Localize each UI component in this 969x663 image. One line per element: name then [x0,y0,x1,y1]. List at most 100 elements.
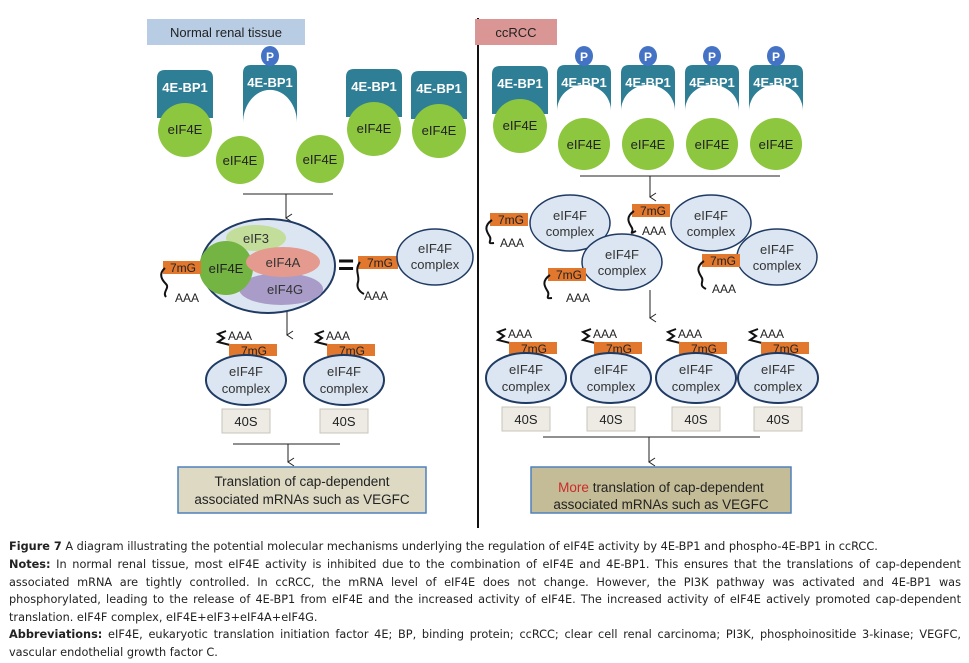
cap-label: 7mG [710,254,736,268]
ccrcc-header-box [475,19,557,45]
cap-7mg [702,254,740,267]
figure-notes: Notes: In normal renal tissue, most eIF4… [9,556,961,626]
phosphate-label: P [580,50,588,64]
result-text-line2: associated mRNAs such as VEGFC [553,497,769,512]
eif4e-label: eIF4E [168,122,203,137]
bp1-shape [492,66,548,114]
complex-ellipse [736,228,818,286]
phosphate-label: P [266,50,274,64]
complex-label-1: eIF4F [760,242,794,257]
eif4e-circle [558,118,610,170]
eif4e-label: eIF4E [759,137,794,152]
complex-label-2: complex [546,224,595,239]
ccrcc-header: ccRCC [495,25,536,40]
result-more-emphasis: More [558,480,589,495]
complex-label-2: complex [222,381,271,396]
figure-label: Figure 7 [9,540,62,553]
cap-label: 7mG [170,261,196,275]
ribosome-40s-box [671,406,721,432]
bp1-shape [157,70,213,118]
equals-sign: = [338,249,354,280]
bound-4ebp1-eif4e: 4E-BP1 eIF4E [411,71,467,158]
tail-label: AAA [364,289,388,303]
complex-label-2: complex [502,379,551,394]
bp1-label: 4E-BP1 [416,81,462,96]
bp1-shape [749,65,803,111]
eif4e-circle [347,102,401,156]
complex-ellipse [737,352,819,404]
bp1-shape [621,65,675,111]
complex-label-1: eIF4F [229,364,263,379]
mrna-tail-line [747,328,763,344]
eif3-blob [226,225,286,251]
eif4e-label: eIF4E [209,261,244,276]
bp1-label: 4E-BP1 [625,75,671,90]
cap-label: 7mG [498,213,524,227]
eif4e-blob [199,241,253,295]
eif4e-circle [493,99,547,153]
normal-header: Normal renal tissue [170,25,282,40]
result-text-line1: Translation of cap-dependent [214,474,389,489]
eif4e-circle [158,103,212,157]
complex-label-1: eIF4F [327,364,361,379]
mrna-tail-line [627,210,637,234]
ccrcc-free-complexes: eIF4Fcomplex7mGAAAeIF4Fcomplex7mGAAAeIF4… [485,194,818,305]
result-box-ccrcc [530,466,792,514]
phosphate-label: P [708,50,716,64]
cap-7mg [632,204,670,217]
eif4a-blob [246,247,320,277]
eif4e-circle [750,118,802,170]
eif4e-label: eIF4E [422,123,457,138]
eif4e-circle [622,118,674,170]
ribosome-40s-box [319,408,369,434]
normal-header-box [147,19,305,45]
complex-label-1: eIF4F [694,208,728,223]
tail-label: AAA [228,329,252,343]
eif4e-circle [412,104,466,158]
ribosome-40s-box [586,406,636,432]
tail-label: AAA [566,291,590,305]
complex-label-1: eIF4F [605,247,639,262]
cap-7mg [229,344,277,356]
ribosome-40s-box [221,408,271,434]
eif4e-label: eIF4E [631,137,666,152]
eif4e-label: eIF4E [303,152,338,167]
eif4e-label: eIF4E [223,153,258,168]
cap-7mg [509,342,557,354]
ccrcc-translating-row: AAA7mGeIF4Fcomplex40SAAA7mGeIF4Fcomplex4… [485,327,819,432]
complex-label-2: complex [411,257,460,272]
ribosome-40s-label: 40S [599,412,622,427]
ribosome-40s-label: 40S [684,412,707,427]
phosphate-icon [703,46,721,66]
complex-label-1: eIF4F [418,241,452,256]
phosphate-icon [767,46,785,66]
tail-label: AAA [500,236,524,250]
ribosome-40s-box [753,406,803,432]
cap-7mg [594,342,642,354]
phosphate-icon [639,46,657,66]
tail-label: AAA [326,329,350,343]
complex-label-2: complex [672,379,721,394]
mrna-tail-line [580,328,596,344]
ribosome-40s-label: 40S [514,412,537,427]
eif4e-circle [216,136,264,184]
result-text-rest: translation of cap-dependent [589,480,764,495]
complex-ellipse [570,352,652,404]
mrna-assembly: 7mG AAA [160,261,201,305]
abbreviations-text: eIF4E, eukaryotic translation initiation… [9,628,961,659]
cap-7mg [490,213,528,226]
mrna-tail-line [215,330,231,346]
complex-label-2: complex [754,379,803,394]
mechanism-diagram: Normal renal tissue 4E-BP1eIF4E4E-BP1PeI… [147,18,819,528]
complex-label-1: eIF4F [594,362,628,377]
eif4e-label: eIF4E [695,137,730,152]
